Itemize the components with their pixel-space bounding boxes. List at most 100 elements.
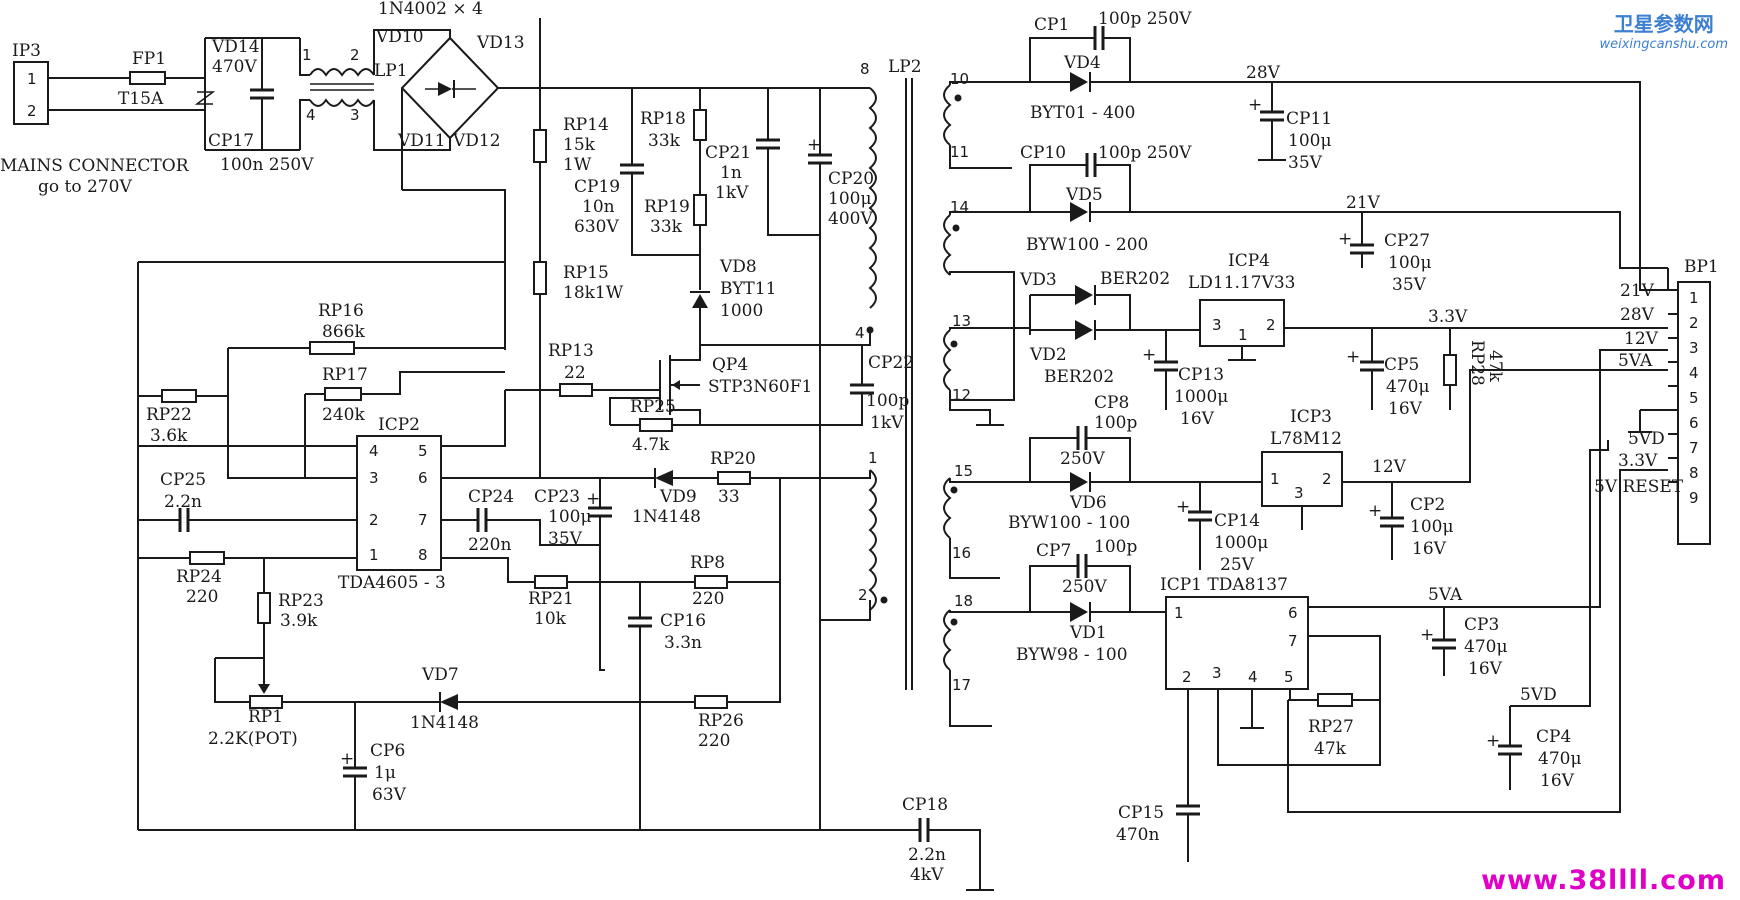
svg-text:1: 1 — [1270, 470, 1280, 488]
capacitor-cp6: + CP6 1μ 63V — [340, 741, 407, 805]
capacitor-cp24: CP24 220n — [468, 487, 514, 555]
svg-text:VD8: VD8 — [719, 257, 757, 277]
svg-text:13: 13 — [952, 312, 971, 330]
svg-text:+: + — [1248, 95, 1262, 115]
resistor-rp25: RP25 4.7k — [630, 397, 676, 455]
svg-text:866k: 866k — [322, 322, 365, 342]
svg-text:3: 3 — [350, 106, 360, 124]
svg-text:35V: 35V — [1288, 153, 1323, 173]
svg-text:CP16: CP16 — [660, 611, 706, 631]
svg-text:CP21: CP21 — [705, 143, 751, 163]
svg-text:220n: 220n — [468, 535, 511, 555]
svg-text:VD1: VD1 — [1069, 623, 1107, 643]
svg-text:470V: 470V — [212, 57, 257, 77]
fuse-fp1: FP1 T15A — [118, 49, 166, 109]
svg-text:3.3V: 3.3V — [1618, 451, 1658, 471]
svg-text:4kV: 4kV — [910, 865, 944, 885]
svg-text:2: 2 — [1182, 668, 1192, 686]
svg-text:3: 3 — [1294, 484, 1304, 502]
capacitor-cp22: CP22 100p 1kV — [850, 353, 914, 433]
resistor-rp13: RP13 22 — [548, 341, 594, 397]
svg-text:LD11.17V33: LD11.17V33 — [1188, 273, 1296, 293]
svg-text:1μ: 1μ — [374, 763, 396, 783]
svg-text:33k: 33k — [650, 217, 683, 237]
svg-text:STP3N60F1: STP3N60F1 — [708, 377, 812, 397]
svg-text:+: + — [1420, 625, 1434, 645]
ic-icp3: ICP3 L78M12 1 3 2 — [1261, 407, 1343, 507]
svg-text:+: + — [1346, 347, 1360, 367]
svg-text:1: 1 — [369, 546, 379, 564]
capacitor-cp5: + CP5 470μ 16V — [1346, 347, 1430, 419]
svg-text:16V: 16V — [1468, 659, 1503, 679]
svg-text:4: 4 — [306, 106, 316, 124]
svg-text:4: 4 — [369, 442, 379, 460]
capacitor-cp25: CP25 2.2n — [160, 470, 206, 532]
watermark-brand: 卫星参数网 — [1613, 12, 1714, 36]
svg-text:7: 7 — [1689, 439, 1699, 457]
svg-text:8: 8 — [860, 60, 870, 78]
svg-text:RP13: RP13 — [548, 341, 594, 361]
svg-text:+: + — [1142, 345, 1156, 365]
svg-text:VD3: VD3 — [1019, 270, 1057, 290]
svg-text:CP18: CP18 — [902, 795, 948, 815]
svg-text:10: 10 — [950, 70, 969, 88]
varistor-vd14: VD14 470V — [194, 37, 260, 105]
svg-text:CP22: CP22 — [868, 353, 914, 373]
svg-text:2: 2 — [858, 586, 868, 604]
capacitor-cp15: CP15 470n — [1116, 803, 1200, 845]
svg-text:+: + — [1338, 229, 1352, 249]
svg-text:BYW98 - 100: BYW98 - 100 — [1016, 645, 1128, 665]
svg-text:VD9: VD9 — [659, 487, 697, 507]
svg-text:1n: 1n — [720, 163, 742, 183]
svg-text:7: 7 — [1288, 632, 1298, 650]
svg-text:4: 4 — [855, 324, 865, 342]
svg-text:470μ: 470μ — [1464, 637, 1508, 657]
capacitor-cp19: CP19 10n 630V — [574, 163, 644, 237]
svg-text:+: + — [1486, 731, 1500, 751]
svg-text:RP24: RP24 — [176, 567, 222, 587]
svg-text:RP26: RP26 — [698, 711, 744, 731]
svg-text:RP21: RP21 — [528, 589, 574, 609]
svg-text:CP4: CP4 — [1536, 727, 1571, 747]
svg-text:+: + — [1368, 501, 1382, 521]
diode-vd5: VD5 BYW100 - 200 — [1026, 185, 1148, 255]
rail-28v-label: 28V — [1246, 63, 1281, 83]
svg-text:6: 6 — [1689, 414, 1699, 432]
svg-text:BER202: BER202 — [1044, 367, 1114, 387]
svg-text:2: 2 — [369, 511, 379, 529]
svg-text:100p: 100p — [866, 391, 909, 411]
svg-text:14: 14 — [950, 198, 969, 216]
resistor-rp23: RP23 3.9k — [257, 591, 324, 631]
svg-text:100μ: 100μ — [1388, 253, 1432, 273]
svg-text:RP16: RP16 — [318, 301, 364, 321]
choke-lp1: 1 2 4 3 LP1 — [299, 38, 408, 150]
svg-text:BYT01 - 400: BYT01 - 400 — [1030, 103, 1135, 123]
svg-text:470n: 470n — [1116, 825, 1159, 845]
svg-text:BP1: BP1 — [1684, 257, 1719, 277]
svg-text:100μ: 100μ — [1288, 131, 1332, 151]
svg-text:35V: 35V — [548, 529, 583, 549]
svg-text:+: + — [340, 749, 354, 769]
svg-text:CP2: CP2 — [1410, 495, 1445, 515]
svg-text:63V: 63V — [372, 785, 407, 805]
potentiometer-rp1: RP1 2.2K(POT) — [208, 695, 298, 749]
capacitor-cp7: CP7 100p 250V — [1036, 537, 1137, 597]
svg-text:11: 11 — [950, 143, 969, 161]
svg-text:TDA4605 - 3: TDA4605 - 3 — [338, 573, 446, 593]
zener-vd8: VD8 BYT11 1000 — [690, 257, 776, 321]
svg-text:CP15: CP15 — [1118, 803, 1164, 823]
svg-text:8: 8 — [1689, 464, 1699, 482]
svg-text:CP24: CP24 — [468, 487, 514, 507]
svg-text:470μ: 470μ — [1386, 377, 1430, 397]
svg-text:47k: 47k — [1485, 350, 1505, 383]
svg-text:CP27: CP27 — [1384, 231, 1430, 251]
svg-text:CP8: CP8 — [1094, 393, 1129, 413]
svg-text:3.9k: 3.9k — [280, 611, 318, 631]
capacitor-cp10: CP10 100p 250V — [1020, 143, 1192, 177]
rail-21v-label: 21V — [1346, 193, 1381, 213]
diode-vd3: VD3 BER202 — [1019, 269, 1170, 305]
capacitor-cp8: CP8 100p 250V — [1060, 393, 1137, 469]
svg-text:BYW100 - 200: BYW100 - 200 — [1026, 235, 1148, 255]
resistor-rp19: RP19 33k — [644, 194, 707, 237]
diode-vd4: VD4 BYT01 - 400 — [1030, 53, 1135, 123]
